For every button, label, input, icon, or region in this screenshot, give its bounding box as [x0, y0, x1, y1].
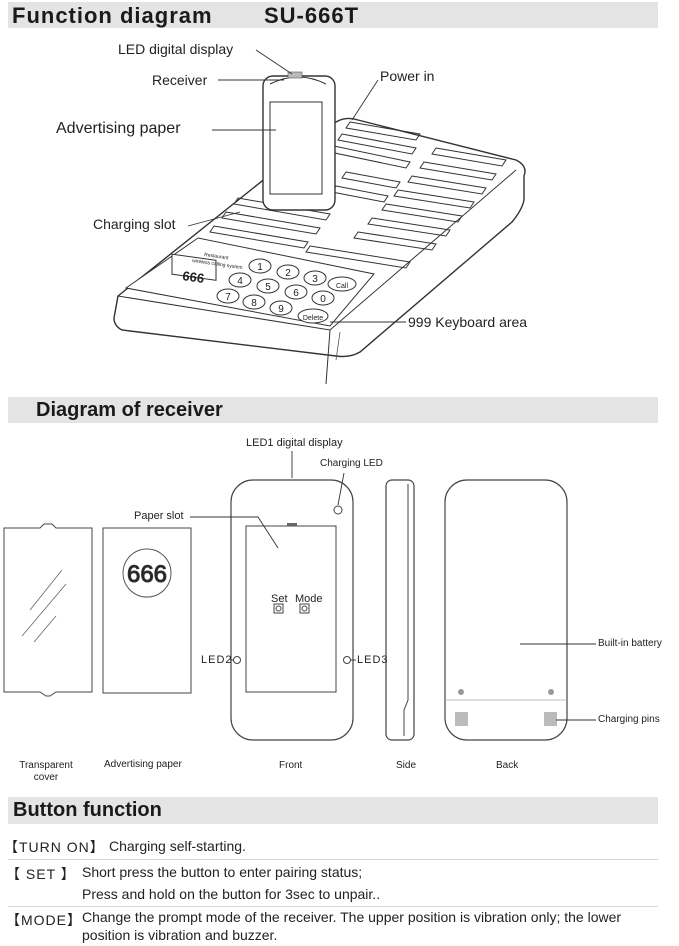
keypad-key-5: 5: [265, 282, 271, 293]
label-builtin-battery: Built-in battery: [598, 638, 662, 649]
button-function-header: [8, 797, 658, 824]
label-set: Set: [271, 593, 288, 605]
label-paper-slot: Paper slot: [134, 510, 184, 522]
label-receiver: Receiver: [152, 72, 208, 88]
caption-front: Front: [279, 760, 303, 771]
label-mode: Mode: [295, 593, 323, 605]
keypad-key-call: Call: [336, 283, 349, 290]
caption-back: Back: [496, 760, 519, 771]
label-led2: LED2: [201, 654, 233, 666]
function-diagram-header: [8, 2, 658, 28]
key-mode: 【MODE】: [6, 912, 82, 928]
keypad-key-2: 2: [285, 268, 291, 279]
keypad-key-7: 7: [225, 292, 231, 303]
caption-advertising-paper: Advertising paper: [104, 759, 182, 770]
caption-transparent-cover: Transparent cover: [19, 760, 73, 783]
svg-text:Restaurant: Restaurant: [204, 252, 230, 261]
keypad-key-delete: Delete: [303, 315, 323, 322]
desc-set-line-1: Short press the button to enter pairing …: [82, 864, 363, 880]
label-charging-led: Charging LED: [320, 458, 383, 469]
label-led3: LED3: [357, 654, 389, 666]
receiver-illustration: 666: [3, 451, 596, 741]
keypad-key-9: 9: [278, 304, 284, 315]
desc-mode-line-2: position is vibration and buzzer.: [82, 927, 278, 943]
base-display-digits: 666: [182, 268, 206, 286]
keypad-key-8: 8: [251, 298, 257, 309]
divider: [8, 906, 658, 907]
charging-slots: [209, 121, 507, 269]
paper-display-digits: 666: [127, 561, 167, 588]
desc-set-line-2: Press and hold on the button for 3sec to…: [82, 886, 381, 902]
caption-side: Side: [396, 760, 417, 771]
keypad-key-4: 4: [237, 276, 243, 287]
model-number: SU-666T: [264, 3, 360, 28]
label-led-digital-display: LED digital display: [118, 41, 234, 57]
receiver-diagram-header: [8, 397, 658, 423]
label-led1-display: LED1 digital display: [246, 437, 343, 449]
desc-turn-on-line-1: Charging self-starting.: [109, 838, 246, 854]
label-keyboard-area: 999 Keyboard area: [408, 314, 528, 330]
receiver-diagram-title: Diagram of receiver: [36, 399, 223, 421]
function-diagram-title: Function diagram: [12, 3, 213, 28]
keypad-key-0: 0: [320, 294, 326, 305]
key-set: 【 SET 】: [6, 866, 76, 882]
key-turn-on: 【TURN ON】: [4, 839, 105, 855]
keypad-key-6: 6: [293, 288, 299, 299]
label-charging-slot: Charging slot: [93, 216, 176, 232]
divider: [8, 859, 658, 860]
keypad-key-3: 3: [312, 274, 318, 285]
keypad-key-1: 1: [257, 262, 263, 273]
label-charging-pins: Charging pins: [598, 714, 660, 725]
button-function-title: Button function: [13, 799, 162, 821]
label-advertising-paper: Advertising paper: [56, 120, 181, 137]
desc-mode-line-1: Change the prompt mode of the receiver. …: [82, 909, 622, 925]
label-power-in: Power in: [380, 68, 435, 84]
